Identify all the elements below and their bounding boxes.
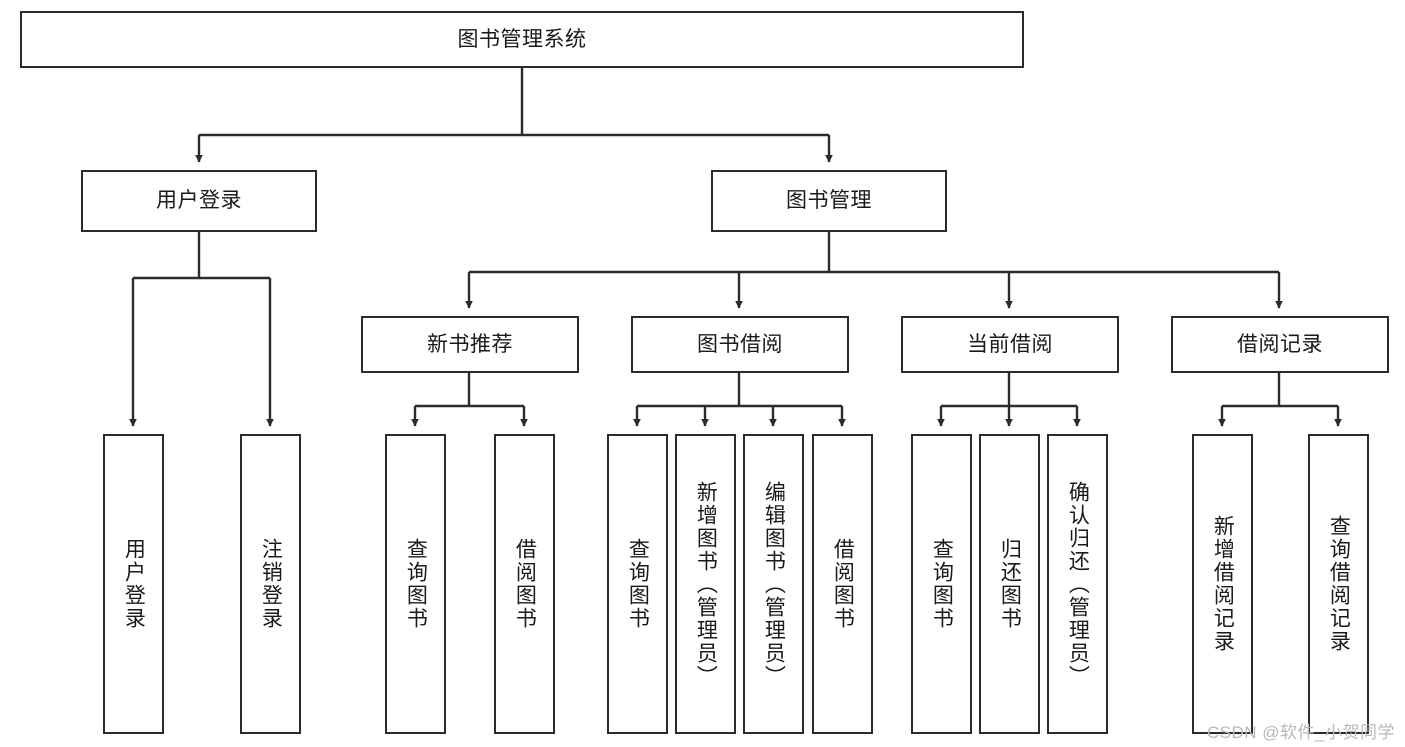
node-leaf-edit-book-admin[interactable]: 编辑图书（管理员） [743, 434, 804, 734]
node-new-book-recommend-label: 新书推荐 [427, 332, 513, 356]
node-leaf-query-book-newrec[interactable]: 查询图书 [385, 434, 446, 734]
node-leaf-add-borrow-record[interactable]: 新增借阅记录 [1192, 434, 1253, 734]
node-leaf-label: 查询图书 [404, 538, 428, 630]
node-leaf-user-login[interactable]: 用户登录 [103, 434, 164, 734]
node-leaf-add-book-admin[interactable]: 新增图书（管理员） [675, 434, 736, 734]
node-new-book-recommend[interactable]: 新书推荐 [361, 316, 579, 373]
node-leaf-borrow-book[interactable]: 借阅图书 [812, 434, 873, 734]
node-leaf-borrow-book-newrec[interactable]: 借阅图书 [494, 434, 555, 734]
node-leaf-label: 查询借阅记录 [1327, 515, 1351, 653]
node-root-label: 图书管理系统 [457, 27, 587, 51]
node-leaf-label: 确认归还（管理员） [1066, 480, 1090, 688]
node-leaf-label: 用户登录 [122, 538, 146, 630]
node-borrow-records[interactable]: 借阅记录 [1171, 316, 1389, 373]
node-current-borrow[interactable]: 当前借阅 [901, 316, 1119, 373]
node-book-management[interactable]: 图书管理 [711, 170, 947, 232]
node-leaf-label: 编辑图书（管理员） [762, 480, 786, 688]
node-borrow-records-label: 借阅记录 [1237, 332, 1323, 356]
node-book-management-label: 图书管理 [786, 189, 872, 213]
node-root-book-management-system[interactable]: 图书管理系统 [20, 11, 1024, 68]
node-user-login[interactable]: 用户登录 [81, 170, 317, 232]
node-leaf-query-book[interactable]: 查询图书 [607, 434, 668, 734]
node-leaf-query-borrow-record[interactable]: 查询借阅记录 [1308, 434, 1369, 734]
node-book-borrow-label: 图书借阅 [697, 332, 783, 356]
node-leaf-label: 借阅图书 [513, 538, 537, 630]
node-user-login-label: 用户登录 [156, 189, 242, 213]
node-leaf-logout[interactable]: 注销登录 [240, 434, 301, 734]
node-current-borrow-label: 当前借阅 [967, 332, 1053, 356]
node-leaf-return-book[interactable]: 归还图书 [979, 434, 1040, 734]
node-leaf-label: 新增借阅记录 [1211, 515, 1235, 653]
node-leaf-label: 归还图书 [998, 538, 1022, 630]
node-leaf-label: 查询图书 [626, 538, 650, 630]
node-leaf-label: 查询图书 [930, 538, 954, 630]
node-leaf-query-book-current[interactable]: 查询图书 [911, 434, 972, 734]
node-leaf-label: 新增图书（管理员） [694, 480, 718, 688]
node-leaf-label: 注销登录 [259, 538, 283, 630]
node-book-borrow[interactable]: 图书借阅 [631, 316, 849, 373]
node-leaf-confirm-return-admin[interactable]: 确认归还（管理员） [1047, 434, 1108, 734]
node-leaf-label: 借阅图书 [831, 538, 855, 630]
